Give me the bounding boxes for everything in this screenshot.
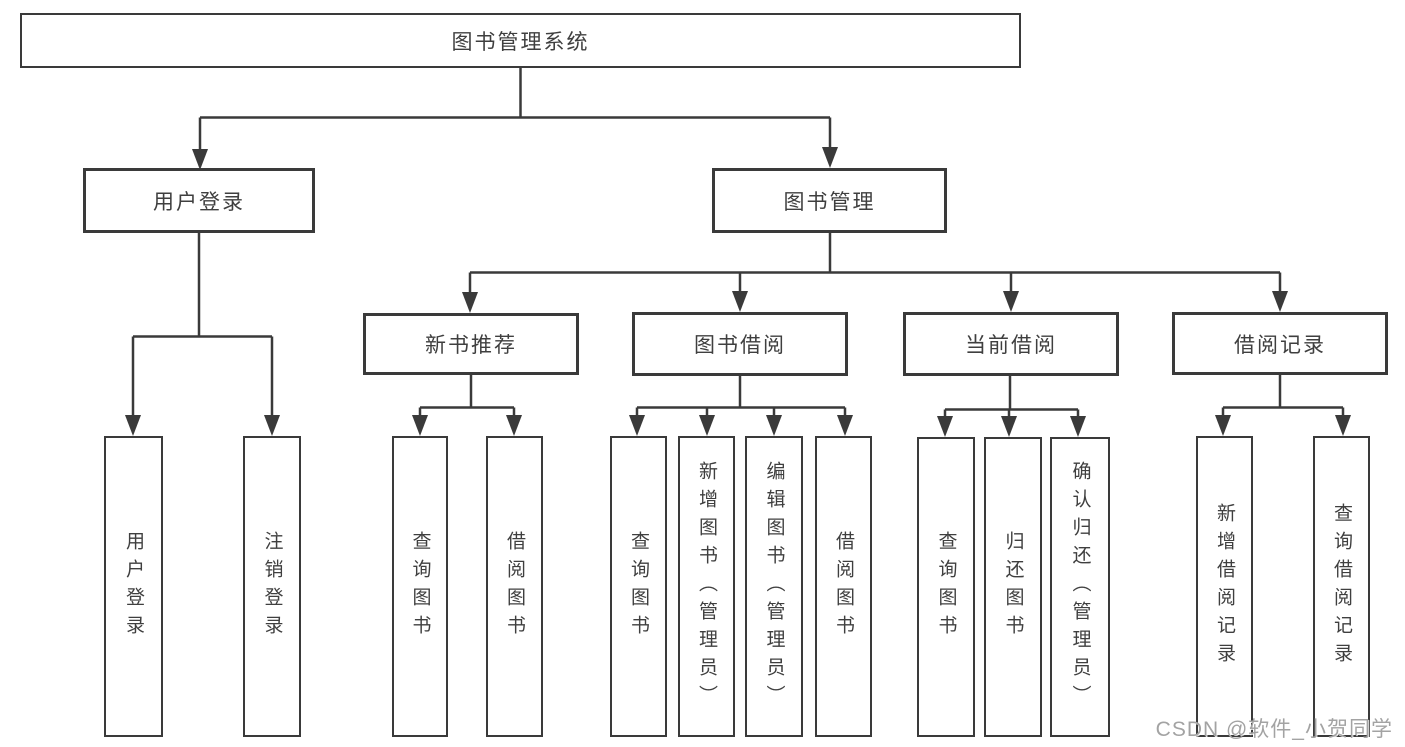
node-current-borrow-label: 当前借阅 xyxy=(965,334,1057,357)
node-book-borrow: 图书借阅 xyxy=(632,312,848,376)
connector-book-mgmt xyxy=(462,233,1288,313)
leaf-current-return: 归还图书 xyxy=(984,437,1042,737)
watermark: CSDN @软件_小贺同学 xyxy=(1155,718,1393,741)
leaf-logout: 注销登录 xyxy=(243,436,301,737)
leaf-borrow-add: 新增图书（管理员） xyxy=(678,436,735,737)
leaf-current-query: 查询图书 xyxy=(917,437,975,737)
connector-user-login xyxy=(125,233,280,436)
leaf-borrow-add-label: 新增图书（管理员） xyxy=(696,460,717,713)
connector-borrow-record xyxy=(1215,375,1351,436)
node-book-mgmt: 图书管理 xyxy=(712,168,947,233)
connector-root xyxy=(192,68,838,170)
node-root: 图书管理系统 xyxy=(20,13,1021,68)
leaf-newbook-borrow-label: 借阅图书 xyxy=(504,530,525,643)
leaf-current-return-label: 归还图书 xyxy=(1002,531,1024,643)
node-borrow-record-label: 借阅记录 xyxy=(1234,333,1326,357)
node-new-book-label: 新书推荐 xyxy=(425,334,517,357)
node-user-login-label: 用户登录 xyxy=(153,190,245,214)
connector-current-borrow xyxy=(937,376,1086,437)
leaf-user-login: 用户登录 xyxy=(104,436,163,737)
node-user-login: 用户登录 xyxy=(83,168,315,233)
leaf-logout-label: 注销登录 xyxy=(261,530,283,643)
leaf-record-query: 查询借阅记录 xyxy=(1313,436,1370,737)
leaf-borrow-edit-label: 编辑图书（管理员） xyxy=(763,460,785,713)
node-new-book: 新书推荐 xyxy=(363,313,579,375)
leaf-newbook-query: 查询图书 xyxy=(392,436,448,737)
node-book-borrow-label: 图书借阅 xyxy=(694,334,786,357)
leaf-record-query-label: 查询借阅记录 xyxy=(1331,502,1352,671)
leaf-borrow-query-label: 查询图书 xyxy=(628,530,649,643)
leaf-record-add: 新增借阅记录 xyxy=(1196,436,1253,737)
leaf-newbook-query-label: 查询图书 xyxy=(409,530,431,643)
node-current-borrow: 当前借阅 xyxy=(903,312,1119,376)
leaf-borrow-borrow-label: 借阅图书 xyxy=(833,530,854,643)
connector-new-book xyxy=(412,375,522,436)
leaf-current-query-label: 查询图书 xyxy=(935,531,957,643)
node-borrow-record: 借阅记录 xyxy=(1172,312,1388,375)
node-root-label: 图书管理系统 xyxy=(451,30,590,54)
leaf-borrow-query: 查询图书 xyxy=(610,436,667,737)
leaf-record-add-label: 新增借阅记录 xyxy=(1214,502,1235,671)
leaf-borrow-edit: 编辑图书（管理员） xyxy=(745,436,803,737)
leaf-current-confirm: 确认归还（管理员） xyxy=(1050,437,1110,737)
node-book-mgmt-label: 图书管理 xyxy=(783,190,876,214)
leaf-borrow-borrow: 借阅图书 xyxy=(815,436,872,737)
leaf-current-confirm-label: 确认归还（管理员） xyxy=(1069,461,1091,713)
leaf-newbook-borrow: 借阅图书 xyxy=(486,436,543,737)
leaf-user-login-label: 用户登录 xyxy=(123,530,144,643)
connector-book-borrow xyxy=(629,376,853,436)
